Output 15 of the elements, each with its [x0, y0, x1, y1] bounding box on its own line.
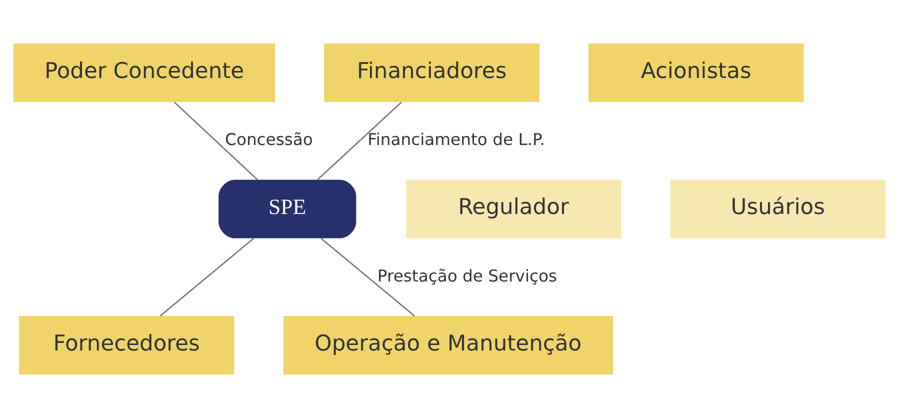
- node-box: Usuários: [670, 179, 886, 238]
- node-box: Operação e Manutenção: [283, 315, 613, 374]
- node-box: SPE: [218, 179, 356, 238]
- connector: [174, 101, 258, 180]
- node-box: Fornecedores: [18, 315, 234, 374]
- edge-label: Prestação de Serviços: [377, 266, 558, 285]
- node-box: Financiadores: [324, 42, 540, 102]
- node-box: Regulador: [406, 179, 622, 238]
- connector: [317, 101, 402, 180]
- edge-label: Financiamento de L.P.: [368, 130, 546, 149]
- edge-label: Concessão: [225, 130, 313, 149]
- connector: [160, 237, 254, 316]
- node-box: Poder Concedente: [13, 42, 276, 102]
- node-box: Acionistas: [588, 42, 804, 102]
- connector: [320, 237, 415, 316]
